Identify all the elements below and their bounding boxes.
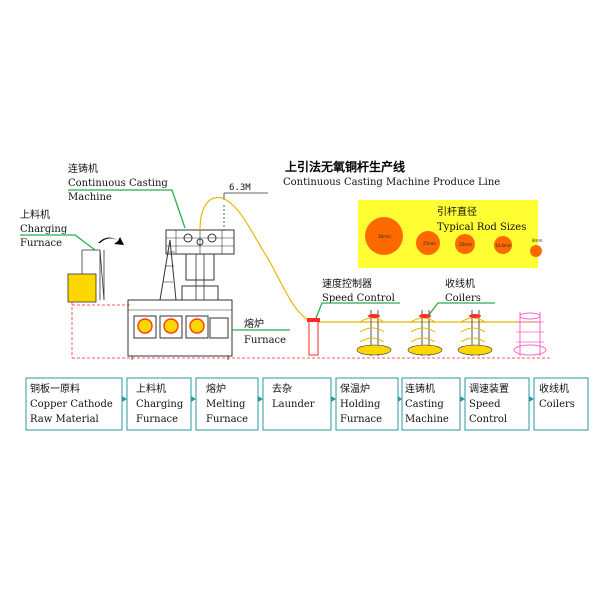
process-7-cn: 调速装置 [469, 382, 509, 395]
process-5-cn: 保温炉 [340, 382, 370, 395]
process-box-1 [25, 377, 123, 431]
process-3-en2: Furnace [206, 414, 248, 425]
process-6-en1: Casting [405, 399, 444, 410]
process-7-en2: Control [469, 414, 507, 425]
process-3-cn: 熔炉 [206, 382, 226, 395]
process-8-cn: 收线机 [539, 382, 569, 395]
rod-size-label-20: 20mm [459, 242, 472, 247]
process-6-cn: 连铸机 [405, 382, 435, 395]
rod-size-circle-14 [494, 236, 512, 254]
charging-furnace-label-en1: Charging [20, 224, 68, 235]
speed-control-label-en: Speed Control [322, 293, 395, 304]
rod-sizes-title-en: Typical Rod Sizes [437, 222, 526, 233]
process-box-4 [262, 377, 332, 431]
flow-arrow-icon [529, 396, 534, 402]
furnace-label-cn: 熔炉 [244, 317, 264, 330]
coiler-1 [356, 310, 392, 356]
process-8-en1: Coilers [539, 399, 575, 410]
coilers-label-en: Coilers [445, 293, 481, 304]
title-cn: 上引法无氧铜杆生产线 [285, 159, 405, 174]
rod-size-label-8: 8mm [532, 238, 542, 243]
rod-size-circle-25 [416, 231, 440, 255]
height-marker-label: 6.3M [229, 183, 251, 193]
flow-arrow-icon [331, 396, 336, 402]
rod-sizes-title-cn: 引杆直径 [437, 205, 477, 218]
speed-control-unit [307, 318, 320, 356]
coiler-3 [457, 310, 493, 356]
speed-control-label-cn: 速度控制器 [322, 277, 372, 290]
coilers-leader [427, 302, 495, 317]
process-5-en2: Furnace [340, 414, 382, 425]
rod-sizes-panel: 引杆直径 Typical Rod Sizes 30mm 25mm 20mm 14… [358, 200, 542, 268]
process-6-en2: Machine [405, 414, 449, 425]
charging-hoist [67, 237, 124, 303]
casting-machine-label-en2: Machine [68, 192, 112, 203]
process-3-en1: Melting [206, 399, 246, 410]
casting-machine-tower [159, 229, 235, 301]
process-1-en1: Copper Cathode [30, 399, 113, 410]
charging-furnace-leader [20, 234, 96, 251]
rotate-arrow-icon [98, 237, 124, 245]
process-4-cn: 去杂 [272, 383, 292, 395]
rod-size-circle-8 [530, 245, 542, 257]
casting-machine-leader [68, 189, 186, 229]
flow-arrow-icon [258, 396, 263, 402]
process-2-en1: Charging [136, 399, 184, 410]
flow-arrow-icon [460, 396, 465, 402]
rod-size-label-25: 25mm [423, 241, 436, 246]
process-1-cn: 铜板一原料 [30, 382, 80, 395]
process-1-en2: Raw Material [30, 414, 99, 425]
rod-size-circle-30 [365, 217, 403, 255]
process-flow: 铜板一原料 Copper Cathode Raw Material 上料机 Ch… [25, 377, 589, 431]
melting-furnace [127, 299, 233, 360]
process-5-en1: Holding [340, 399, 381, 410]
charging-furnace-label-en2: Furnace [20, 238, 62, 249]
furnace-label-en: Furnace [244, 335, 286, 346]
process-4-en1: Launder [272, 399, 315, 410]
flow-arrow-icon [122, 396, 127, 402]
process-box-2 [126, 377, 192, 431]
flow-arrow-icon [191, 396, 196, 402]
process-box-7 [464, 377, 530, 431]
casting-machine-label-en1: Continuous Casting [68, 178, 168, 189]
rod-size-circle-20 [455, 234, 475, 254]
process-box-6 [401, 377, 461, 431]
title-en: Continuous Casting Machine Produce Line [283, 177, 500, 188]
coiler-4 [513, 312, 547, 356]
process-7-en1: Speed [469, 399, 501, 410]
casting-machine-label-cn: 连铸机 [68, 162, 98, 175]
charging-bin [67, 273, 97, 303]
process-box-8 [533, 377, 589, 431]
charging-furnace-label-cn: 上料机 [20, 208, 50, 221]
speed-control-leader [315, 302, 400, 319]
process-2-en2: Furnace [136, 414, 178, 425]
coilers-label-cn: 收线机 [445, 277, 475, 290]
flow-arrow-icon [398, 396, 402, 402]
process-box-3 [195, 377, 259, 431]
guide-lines [71, 302, 550, 359]
rod-size-label-30: 30mm [378, 234, 391, 239]
coiler-2 [407, 310, 443, 356]
process-2-cn: 上料机 [136, 382, 166, 395]
rod-path [199, 196, 540, 323]
rod-size-label-14: 14.4mm [495, 243, 512, 248]
process-box-5 [335, 377, 399, 431]
